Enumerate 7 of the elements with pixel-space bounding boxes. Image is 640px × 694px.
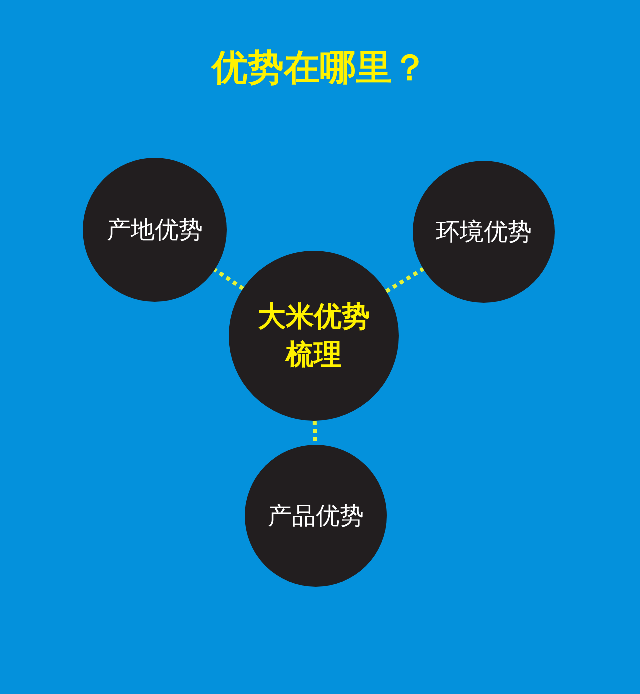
topic-circle: 环境优势 <box>413 161 555 303</box>
topic-circle: 产品优势 <box>245 445 387 587</box>
topic-circle: 产地优势 <box>83 158 227 302</box>
title: 优势在哪里？ <box>212 48 428 89</box>
dotted-connector <box>385 267 424 294</box>
central-circle: 大米优势梳理 <box>229 251 399 421</box>
dotted-connector <box>214 268 244 291</box>
